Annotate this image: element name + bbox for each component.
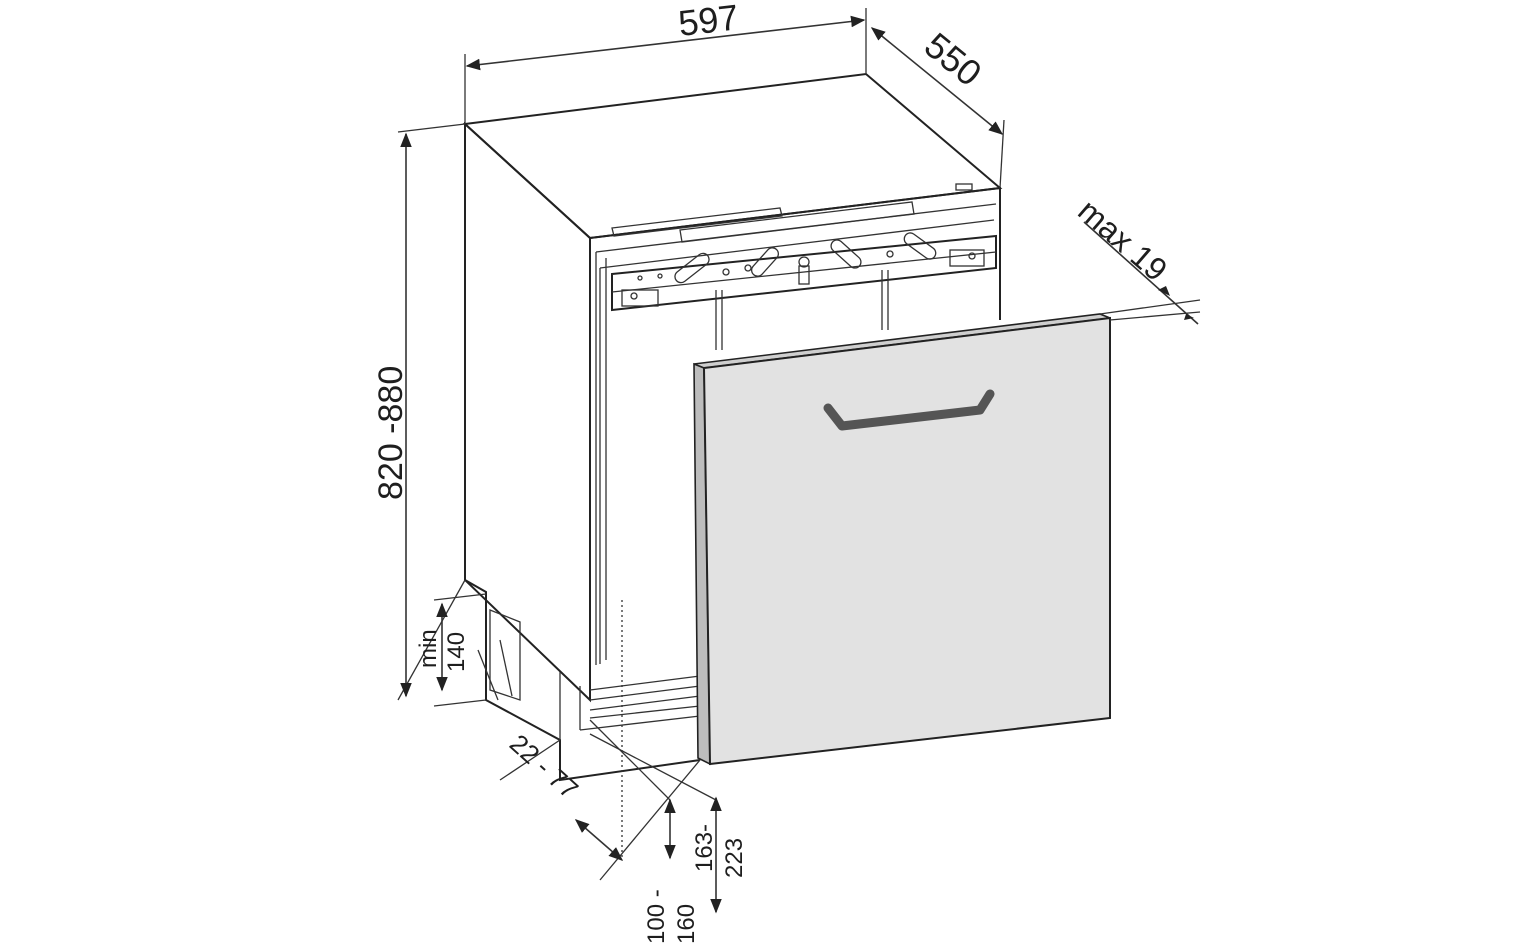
setback-label: 22 - 77 xyxy=(504,728,584,804)
plinth-height-dimension: min 140 xyxy=(415,593,487,707)
lower-d-label: 223 xyxy=(721,838,748,878)
bracket-slot-3 xyxy=(830,239,862,269)
left-side-face xyxy=(464,121,591,703)
bracket-slot-1 xyxy=(674,252,710,284)
plinth-min-label: min xyxy=(415,629,442,668)
lower-b-label: 160 xyxy=(673,904,700,944)
height-label: 820 -880 xyxy=(372,366,410,500)
bracket-slot-2 xyxy=(750,247,780,277)
lower-dimensions: 100 - 160 163- 223 xyxy=(589,719,748,944)
panel-thickness-dimension: max 19 xyxy=(1071,192,1201,325)
width-label: 597 xyxy=(676,0,740,44)
depth-dimension: 550 xyxy=(870,24,1005,189)
bracket-slot-4 xyxy=(903,232,937,260)
mounting-bracket xyxy=(611,232,997,350)
lower-c-label: 163- xyxy=(691,824,718,872)
handle-icon xyxy=(823,389,995,431)
door-panel xyxy=(693,313,1111,766)
panel-thickness-label: max 19 xyxy=(1071,192,1174,288)
door-panel-front xyxy=(702,316,1111,766)
plinth-min-value: 140 xyxy=(443,632,470,672)
lower-a-label: 100 - xyxy=(643,889,670,944)
depth-label: 550 xyxy=(917,24,989,94)
width-dimension: 597 xyxy=(464,0,867,124)
appliance-base xyxy=(464,579,701,860)
height-dimension: 820 -880 xyxy=(372,123,466,701)
